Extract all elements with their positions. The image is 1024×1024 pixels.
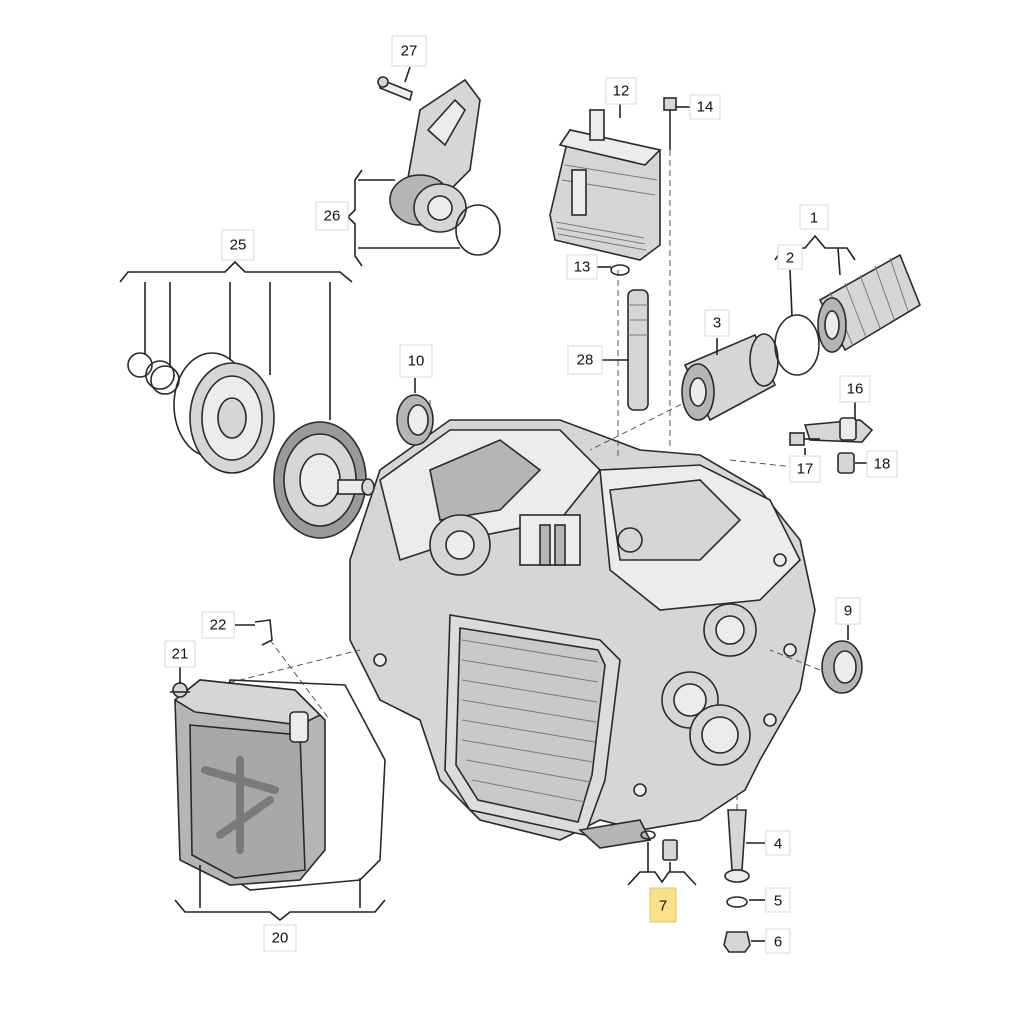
oil-cooler	[549, 109, 662, 261]
filter-housing-1	[817, 253, 921, 353]
filter-element-3	[681, 333, 779, 422]
callout-9: 9	[835, 597, 861, 625]
svg-text:28: 28	[577, 352, 594, 369]
overflow-tube-4	[724, 809, 750, 883]
svg-text:4: 4	[774, 836, 782, 853]
svg-text:16: 16	[847, 381, 864, 398]
transmission-housing	[349, 419, 816, 849]
svg-text:7: 7	[659, 898, 667, 915]
filter-cover-assembly	[172, 619, 386, 891]
svg-text:18: 18	[874, 456, 891, 473]
o-ring-13	[610, 264, 630, 276]
callout-26: 26	[315, 201, 349, 231]
svg-text:12: 12	[613, 83, 630, 100]
o-ring-2	[774, 314, 820, 376]
callout-14: 14	[689, 94, 721, 120]
svg-text:5: 5	[774, 893, 782, 910]
callout-3: 3	[704, 309, 730, 337]
callout-5: 5	[765, 887, 791, 913]
svg-text:25: 25	[230, 237, 247, 254]
callout-12: 12	[605, 77, 637, 105]
callout-22: 22	[201, 611, 235, 639]
svg-text:2: 2	[786, 250, 794, 267]
svg-text:1: 1	[810, 210, 818, 227]
callout-2: 2	[777, 244, 803, 270]
seal-ring-5	[726, 896, 748, 908]
svg-text:6: 6	[774, 934, 782, 951]
callout-7: 7	[649, 887, 677, 923]
svg-text:20: 20	[272, 930, 289, 947]
callout-16: 16	[839, 375, 871, 403]
bolt-17	[789, 432, 820, 446]
svg-text:26: 26	[324, 208, 341, 225]
svg-text:9: 9	[844, 603, 852, 620]
svg-text:27: 27	[401, 43, 418, 60]
svg-text:14: 14	[697, 99, 714, 116]
svg-text:10: 10	[408, 353, 425, 370]
svg-text:3: 3	[713, 315, 721, 332]
svg-text:21: 21	[172, 646, 189, 663]
svg-text:17: 17	[797, 461, 814, 478]
tube-28	[627, 289, 649, 411]
callout-27: 27	[391, 35, 427, 67]
svg-text:22: 22	[210, 617, 227, 634]
plug-18	[837, 452, 855, 474]
callout-6: 6	[765, 928, 791, 954]
callout-13: 13	[566, 254, 598, 280]
callout-10: 10	[399, 344, 433, 378]
pump-bracket-assembly	[377, 76, 501, 256]
bolt-14	[663, 97, 677, 150]
drain-screw-7	[640, 830, 678, 861]
callout-28: 28	[567, 345, 603, 375]
clutch-assembly	[127, 352, 375, 539]
callout-25: 25	[221, 229, 255, 261]
callout-21: 21	[164, 640, 196, 668]
callout-17: 17	[789, 455, 821, 483]
seal-10	[396, 394, 434, 446]
callout-20: 20	[263, 924, 297, 952]
callout-4: 4	[765, 830, 791, 856]
svg-text:13: 13	[574, 259, 591, 276]
callout-18: 18	[866, 450, 898, 478]
drain-plug-6	[723, 931, 751, 953]
callout-1: 1	[799, 204, 829, 230]
seal-9	[821, 640, 863, 694]
sensor-16	[803, 417, 874, 443]
